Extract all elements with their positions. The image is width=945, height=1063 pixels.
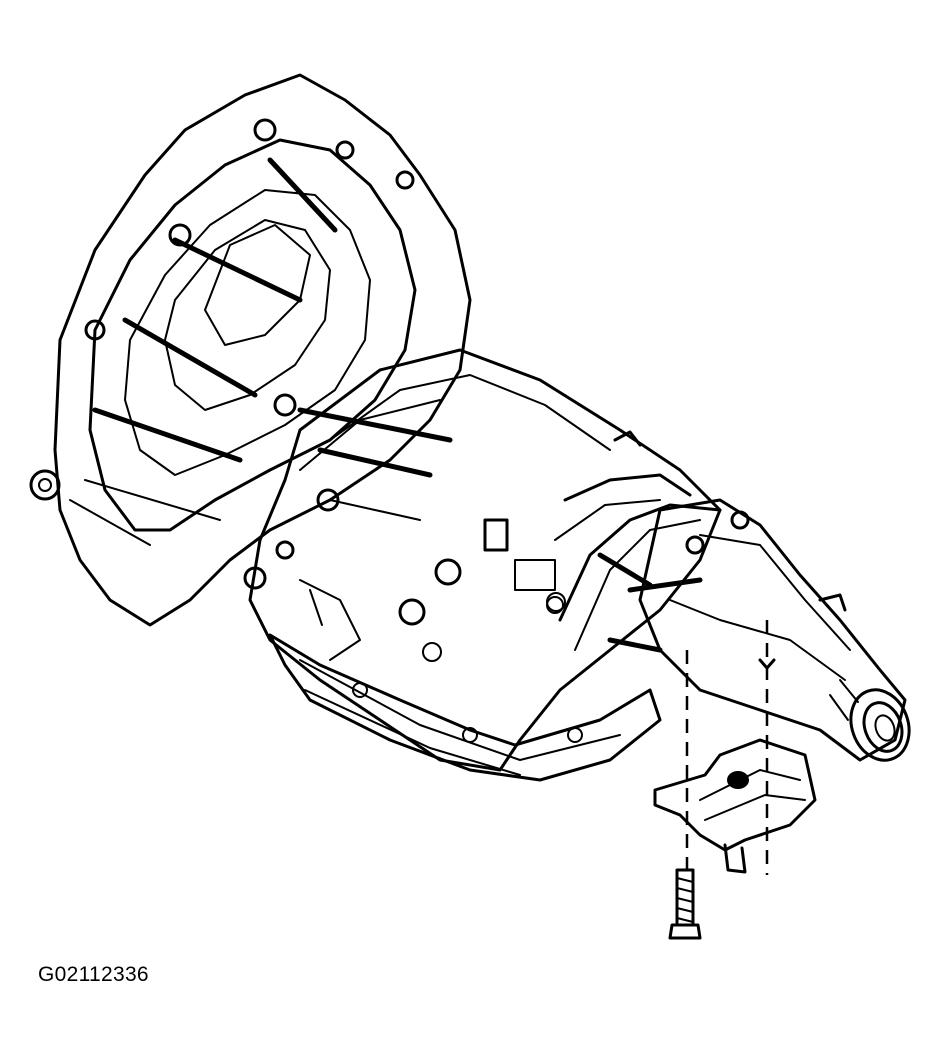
bell-housing	[29, 73, 472, 627]
figure-id-label: G02112336	[38, 963, 149, 986]
transmission-mount	[653, 738, 817, 874]
extension-housing	[613, 430, 907, 762]
transmission-case	[248, 348, 722, 772]
case-band-rings	[546, 473, 722, 653]
alignment-lines	[685, 620, 776, 875]
mount-bolt	[668, 868, 702, 940]
output-seal	[829, 679, 911, 762]
oil-pan	[268, 633, 662, 782]
